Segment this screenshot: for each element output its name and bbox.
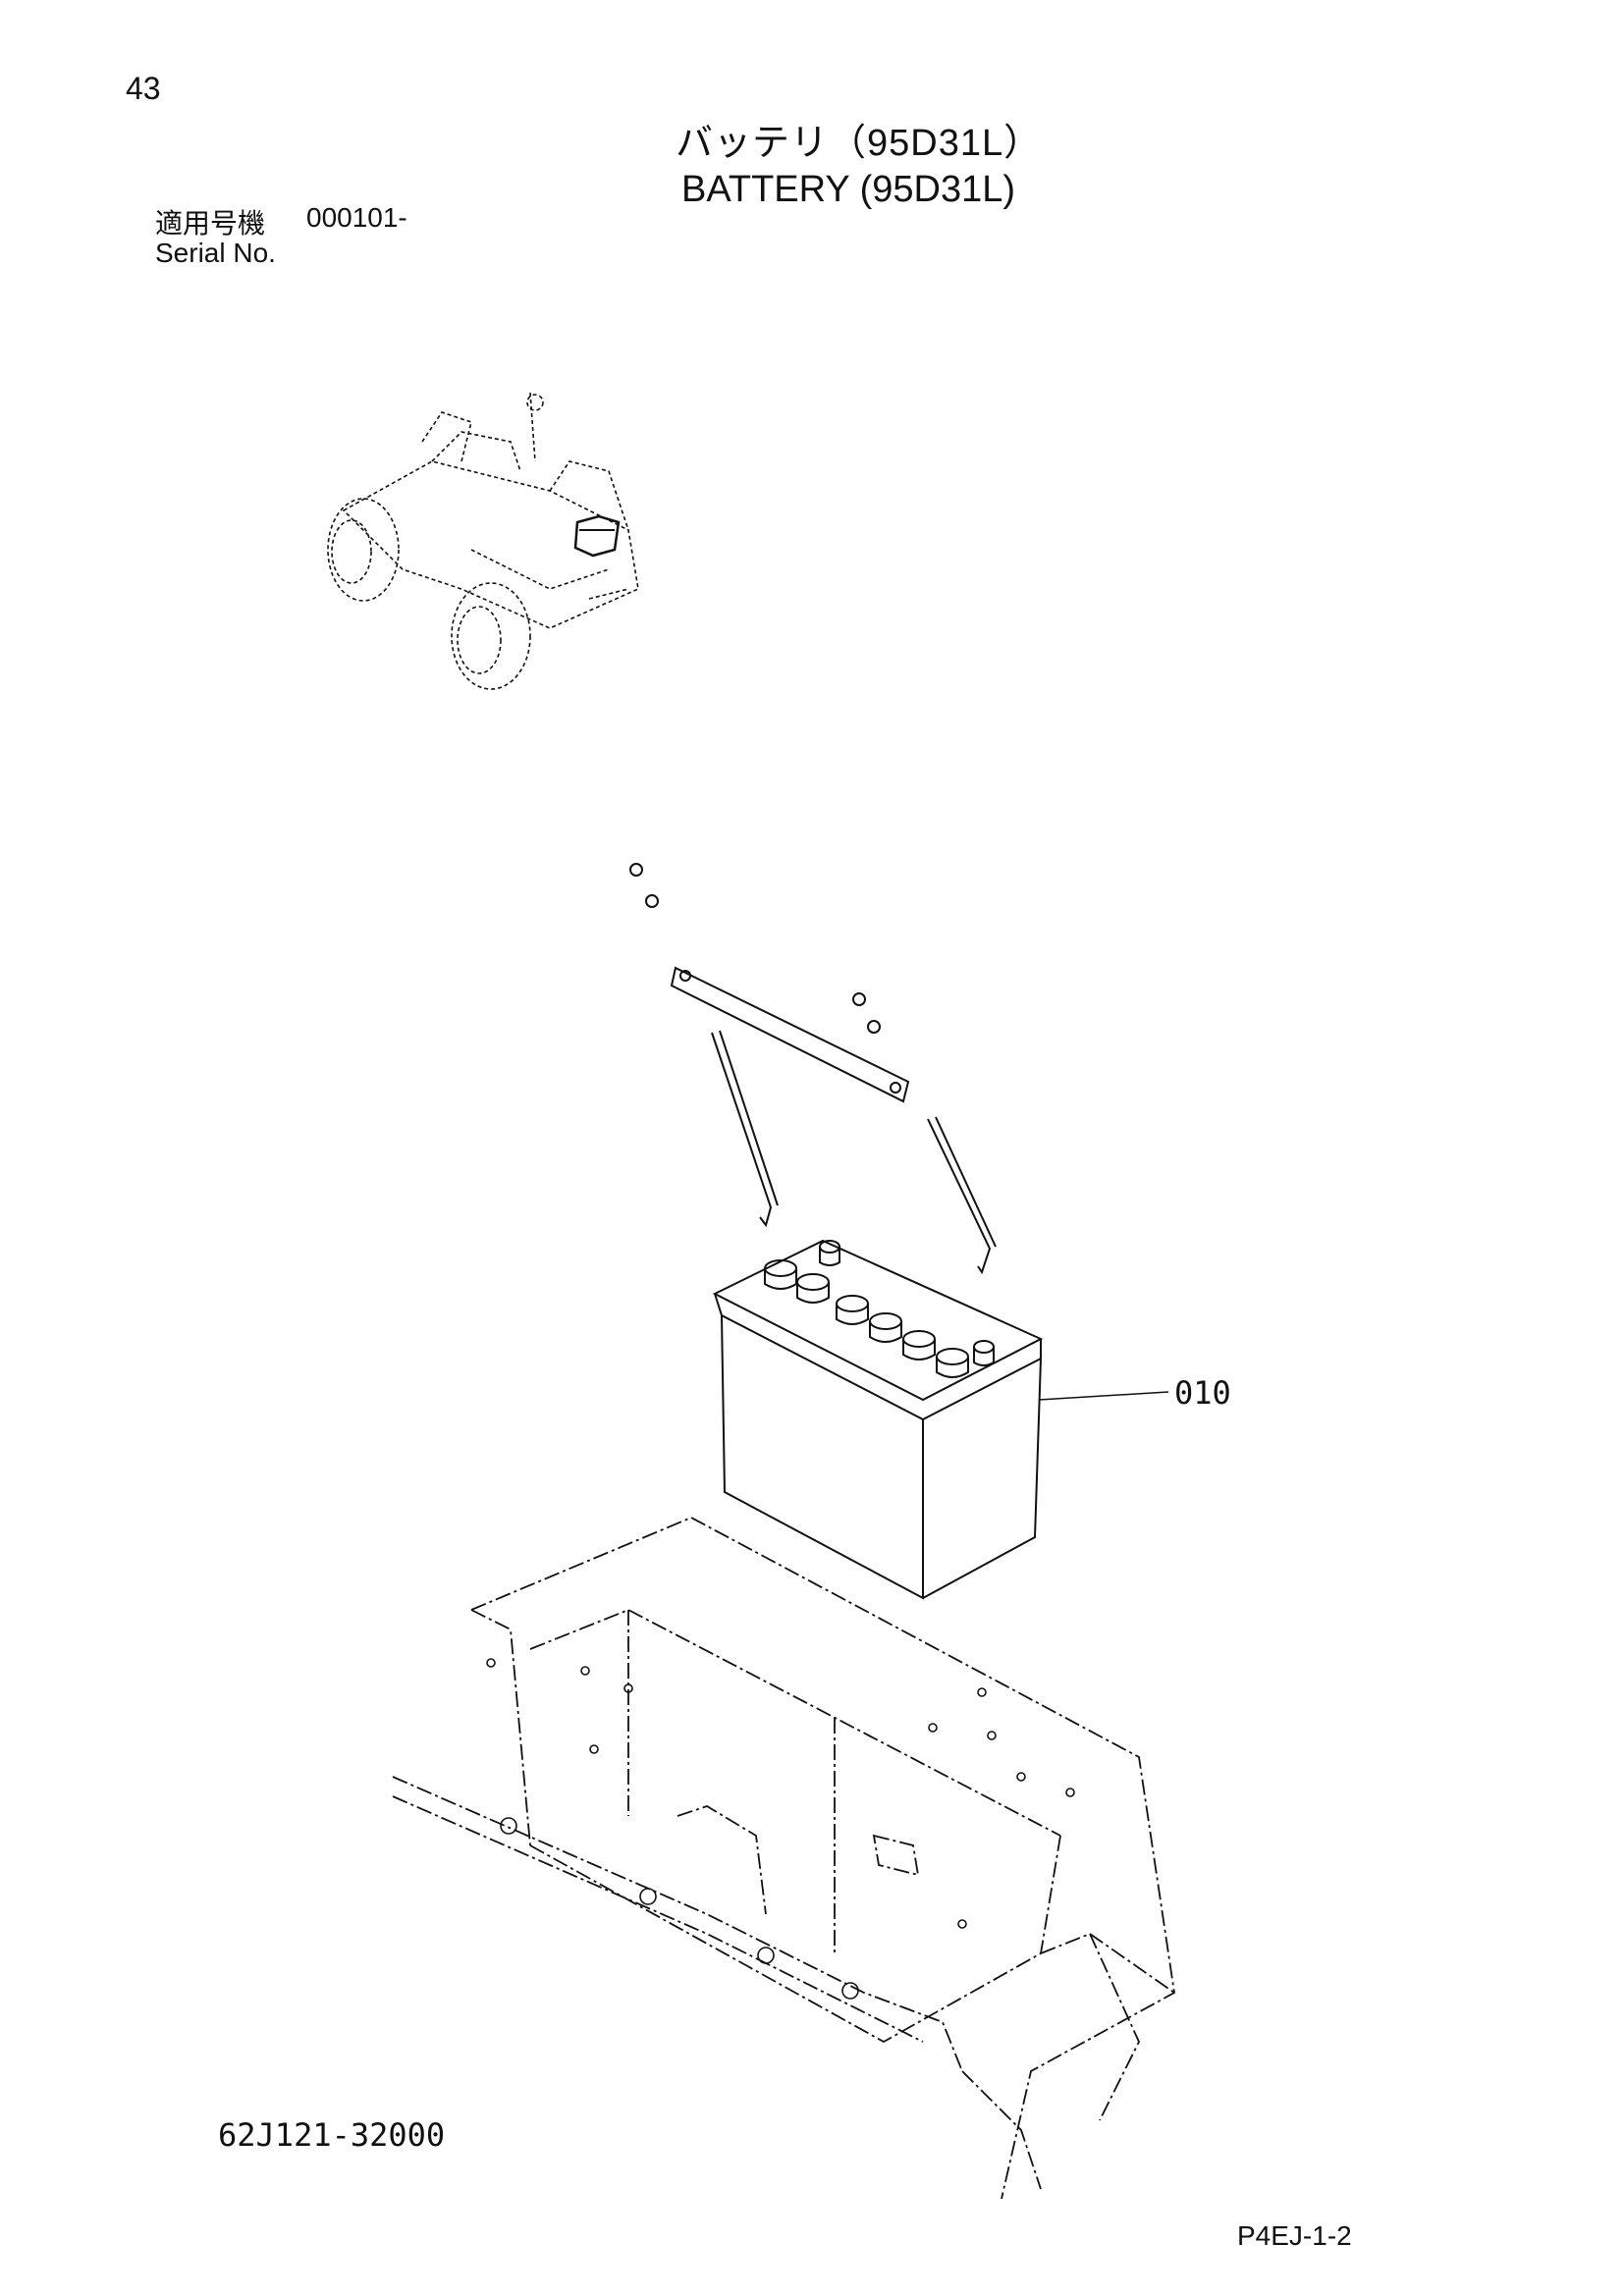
serial-label-japanese: 適用号機 [155, 208, 266, 239]
tractor-overview-illustration [327, 392, 639, 690]
tray-bolts [486, 1658, 1075, 2000]
nuts-upper [629, 863, 881, 1034]
callout-010-leader [1038, 1391, 1169, 1401]
battery-tray-illustration [392, 1517, 1175, 2200]
serial-label-english: Serial No. [155, 238, 276, 268]
hold-down-bar [670, 966, 997, 1275]
page-number: 43 [126, 71, 161, 106]
drawing-number: 62J121-32000 [218, 2116, 446, 2154]
battery-location-marker [573, 514, 621, 558]
serial-range: 000101- [306, 202, 407, 233]
sheet-code: P4EJ-1-2 [1237, 2220, 1352, 2251]
callout-010-label: 010 [1174, 1374, 1231, 1412]
battery-illustration [712, 1239, 1044, 1600]
page-title-japanese: バッテリ（95D31L） [676, 123, 1043, 164]
page-title-english: BATTERY (95D31L) [681, 169, 1016, 210]
